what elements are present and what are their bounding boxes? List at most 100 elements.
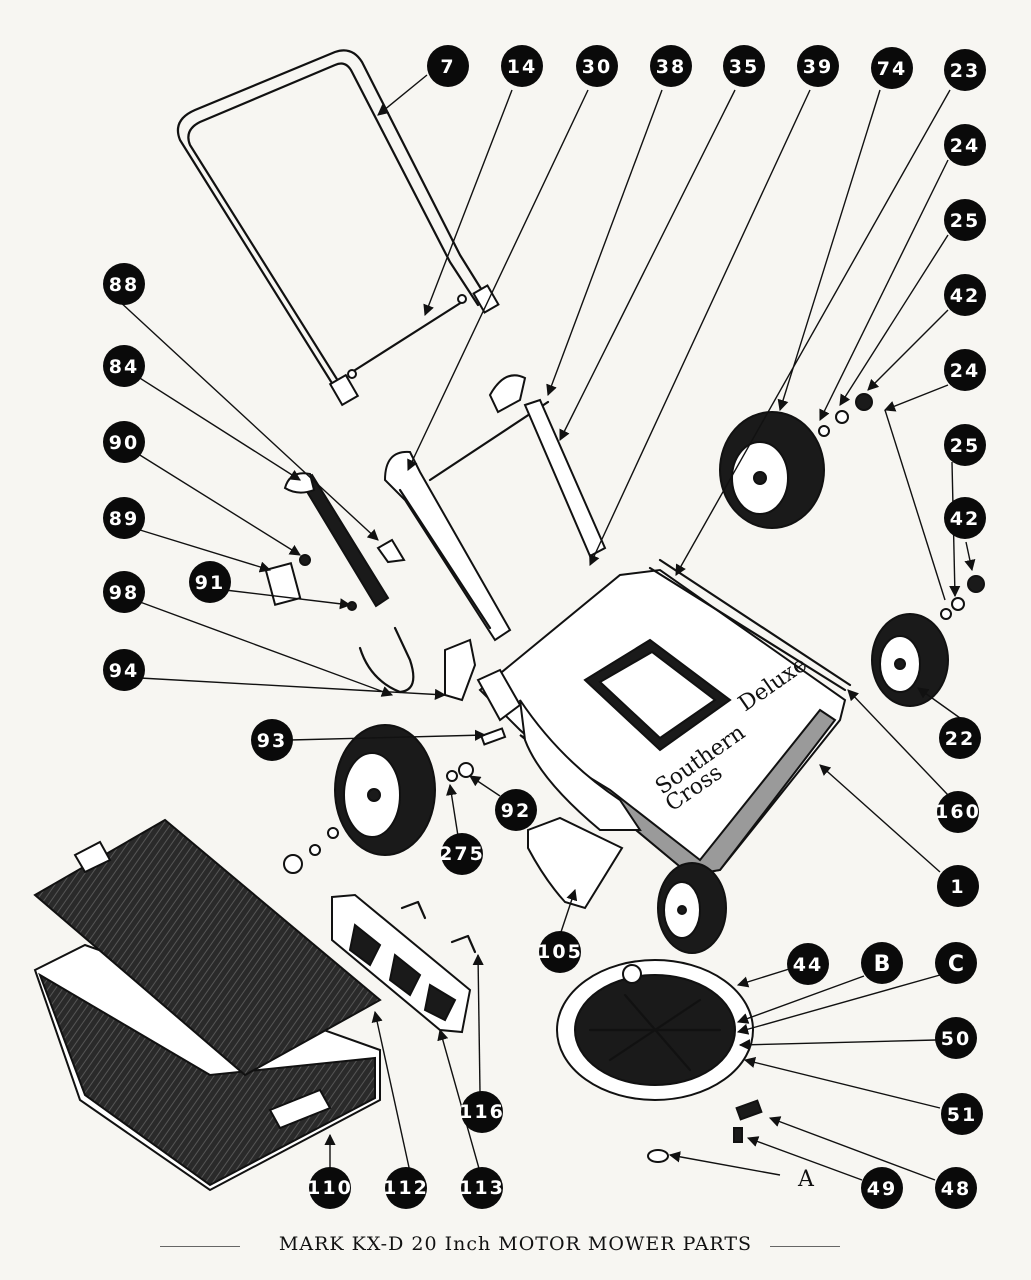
- washer-a-part: [647, 1149, 669, 1163]
- callout-88: 88: [103, 263, 145, 305]
- screw-part: [299, 554, 311, 566]
- grass-catcher-part: [33, 818, 382, 1192]
- wheel-top-right-part: [719, 411, 825, 529]
- washer-part: [327, 827, 339, 839]
- callout-116: 116: [459, 1091, 503, 1133]
- washer-small-part: [446, 770, 458, 782]
- callout-42: 42: [944, 274, 986, 316]
- page-title: MARK KX-D 20 Inch MOTOR MOWER PARTS: [278, 1233, 753, 1255]
- callout-22-label: 22: [945, 728, 975, 750]
- callout-30-label: 30: [582, 56, 612, 78]
- callout-74-label: 74: [877, 58, 907, 80]
- wheel-front-part: [657, 862, 727, 954]
- callout-88-label: 88: [109, 274, 139, 296]
- callout-89: 89: [103, 497, 145, 539]
- callout-91-label: 91: [195, 572, 225, 594]
- clip-part: [376, 538, 406, 564]
- callout-49: 49: [861, 1167, 903, 1209]
- callout-35-label: 35: [729, 56, 759, 78]
- left-handle-bracket-part: [383, 450, 512, 642]
- callout-74: 74: [871, 47, 913, 89]
- washer-part: [951, 597, 965, 611]
- wheel-right-part: [871, 613, 949, 707]
- callout-105: 105: [537, 931, 583, 973]
- callout-42-second-label: 42: [950, 508, 980, 530]
- pin-part: [480, 727, 507, 746]
- callout-48: 48: [935, 1167, 977, 1209]
- callout-c-label: C: [948, 952, 964, 977]
- hub-cap-part: [967, 575, 985, 593]
- callout-b: B: [861, 942, 903, 984]
- callout-38: 38: [650, 45, 692, 87]
- callout-23: 23: [944, 49, 986, 91]
- callout-93-label: 93: [257, 730, 287, 752]
- callout-25-second-label: 25: [950, 435, 980, 457]
- callout-7-label: 7: [440, 56, 455, 78]
- throttle-lever-part: [283, 472, 390, 608]
- callout-92-label: 92: [501, 800, 531, 822]
- lever-bracket-part: [444, 638, 477, 702]
- callout-38-label: 38: [656, 56, 686, 78]
- callout-113: 113: [459, 1167, 505, 1209]
- bolt-part: [733, 1127, 743, 1143]
- callout-84-label: 84: [109, 356, 139, 378]
- leader-lines: [117, 74, 976, 1181]
- callout-1: 1: [937, 865, 979, 907]
- mower-deck-part: Southern Cross Deluxe: [476, 558, 852, 877]
- callout-7: 7: [427, 45, 469, 87]
- title-rule-left: [160, 1246, 240, 1247]
- throttle-cable-part: [358, 626, 415, 694]
- callout-23-label: 23: [950, 60, 980, 82]
- right-handle-bracket-part: [428, 374, 607, 558]
- callout-24: 24: [944, 124, 986, 166]
- callout-90-label: 90: [109, 432, 139, 454]
- callout-35: 35: [723, 45, 765, 87]
- callout-112-label: 112: [383, 1177, 429, 1199]
- callout-89-label: 89: [109, 508, 139, 530]
- handle-rod-part: [347, 294, 467, 379]
- callout-24-second-label: 24: [950, 360, 980, 382]
- callout-14-label: 14: [507, 56, 537, 78]
- callout-93: 93: [251, 719, 293, 761]
- callout-44-label: 44: [793, 954, 823, 976]
- washer-part: [835, 410, 849, 424]
- clip-part: [450, 934, 477, 954]
- blade-plate-part: [556, 959, 754, 1101]
- callout-24-label: 24: [950, 135, 980, 157]
- callout-110-label: 110: [307, 1177, 353, 1199]
- callout-39-label: 39: [803, 56, 833, 78]
- callout-24-second: 24: [944, 349, 986, 391]
- callout-160: 160: [935, 791, 979, 833]
- handle-part: [176, 49, 500, 407]
- callout-39: 39: [797, 45, 839, 87]
- washer-part: [309, 844, 321, 856]
- callout-90: 90: [103, 421, 145, 463]
- callout-112: 112: [383, 1167, 429, 1209]
- callout-105-label: 105: [537, 941, 583, 963]
- key-part: [735, 1099, 763, 1121]
- callout-c: C: [935, 942, 977, 984]
- hub-cap-part: [283, 854, 303, 874]
- clip-part: [400, 900, 427, 920]
- washer-part: [458, 762, 474, 778]
- callout-25: 25: [944, 199, 986, 241]
- callout-48-label: 48: [941, 1178, 971, 1200]
- callout-113-label: 113: [459, 1177, 505, 1199]
- callout-98: 98: [103, 571, 145, 613]
- callout-94-label: 94: [109, 660, 139, 682]
- callout-25-label: 25: [950, 210, 980, 232]
- callout-a-label: A: [797, 1167, 815, 1192]
- callout-42-second: 42: [944, 497, 986, 539]
- callout-92: 92: [495, 789, 537, 831]
- callout-84: 84: [103, 345, 145, 387]
- callout-50: 50: [935, 1017, 977, 1059]
- callout-94: 94: [103, 649, 145, 691]
- callout-50-label: 50: [941, 1028, 971, 1050]
- rear-flap-part: [331, 893, 472, 1034]
- callout-14: 14: [501, 45, 543, 87]
- callout-1-label: 1: [950, 876, 965, 898]
- hub-cap-part: [855, 393, 873, 411]
- nut-part: [347, 601, 357, 611]
- title-rule-right: [770, 1246, 840, 1247]
